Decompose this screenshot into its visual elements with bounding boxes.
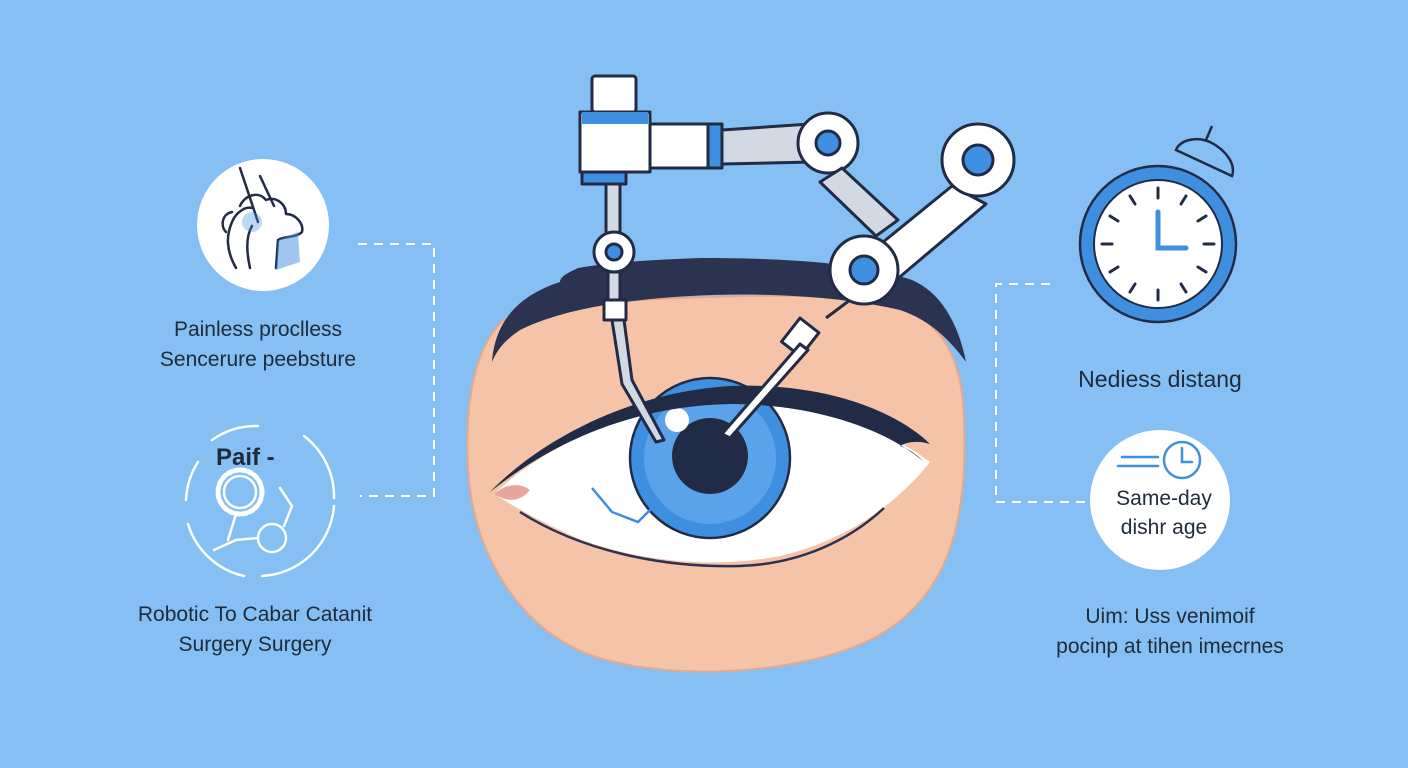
- connector-lines: [358, 243, 1086, 503]
- lower-lid: [519, 507, 885, 568]
- arm-head-stripe-b: [580, 170, 628, 186]
- needless-line1: Nediess distang: [1078, 366, 1242, 392]
- arm-link-2: [818, 166, 900, 238]
- sameday-badge: Same-day dishr age: [1094, 484, 1234, 542]
- painless-line1: Painless proclless: [173, 318, 343, 341]
- eye-illustration: [466, 258, 966, 673]
- sameday-line1: Same-day: [1116, 487, 1212, 510]
- instrument-right-shaft: [825, 298, 851, 320]
- feature-painless-label: Painless proclless Sencerure peebsture: [118, 315, 398, 375]
- arm-head-stripe: [582, 112, 648, 124]
- instrument-left-rod: [606, 270, 622, 304]
- robotic-badge: Paif -: [216, 444, 275, 471]
- robotic-line1: Robotic To Cabar Catanit: [137, 603, 373, 626]
- connector-left-top: [358, 243, 435, 497]
- robotic-line2: Surgery Surgery: [178, 633, 332, 656]
- feature-robotic-label: Robotic To Cabar Catanit Surgery Surgery: [90, 600, 420, 660]
- feature-needless-label: Nediess distang: [1040, 364, 1280, 394]
- instrument-right-collar: [780, 316, 821, 358]
- upper-lid: [490, 385, 930, 492]
- feature-uim-label: Uim: Uss venimoif pocinp at tihen imecrn…: [1020, 602, 1320, 662]
- gear-network-icon: [184, 424, 336, 578]
- incision-mark: [591, 487, 661, 524]
- connector-right: [995, 283, 1086, 503]
- painless-line2: Sencerure peebsture: [159, 348, 357, 371]
- highlight: [665, 408, 689, 432]
- instrument-left-collar: [602, 298, 628, 322]
- robotic-arm-icon: [578, 74, 1016, 444]
- arm-top-cap: [590, 74, 638, 114]
- clock-list-icon: [1090, 430, 1230, 570]
- sameday-line2: dishr age: [1120, 516, 1208, 539]
- uim-line1: Uim: Uss venimoif: [1085, 605, 1255, 628]
- instrument-right-tip: [720, 342, 810, 440]
- hand-icon: [197, 159, 329, 291]
- alarm-clock-icon: [1078, 125, 1238, 324]
- instrument-left-tip: [610, 318, 666, 444]
- tear-duct: [494, 485, 530, 500]
- uim-line2: pocinp at tihen imecrnes: [1056, 635, 1284, 658]
- arm-beam-cap: [706, 122, 724, 170]
